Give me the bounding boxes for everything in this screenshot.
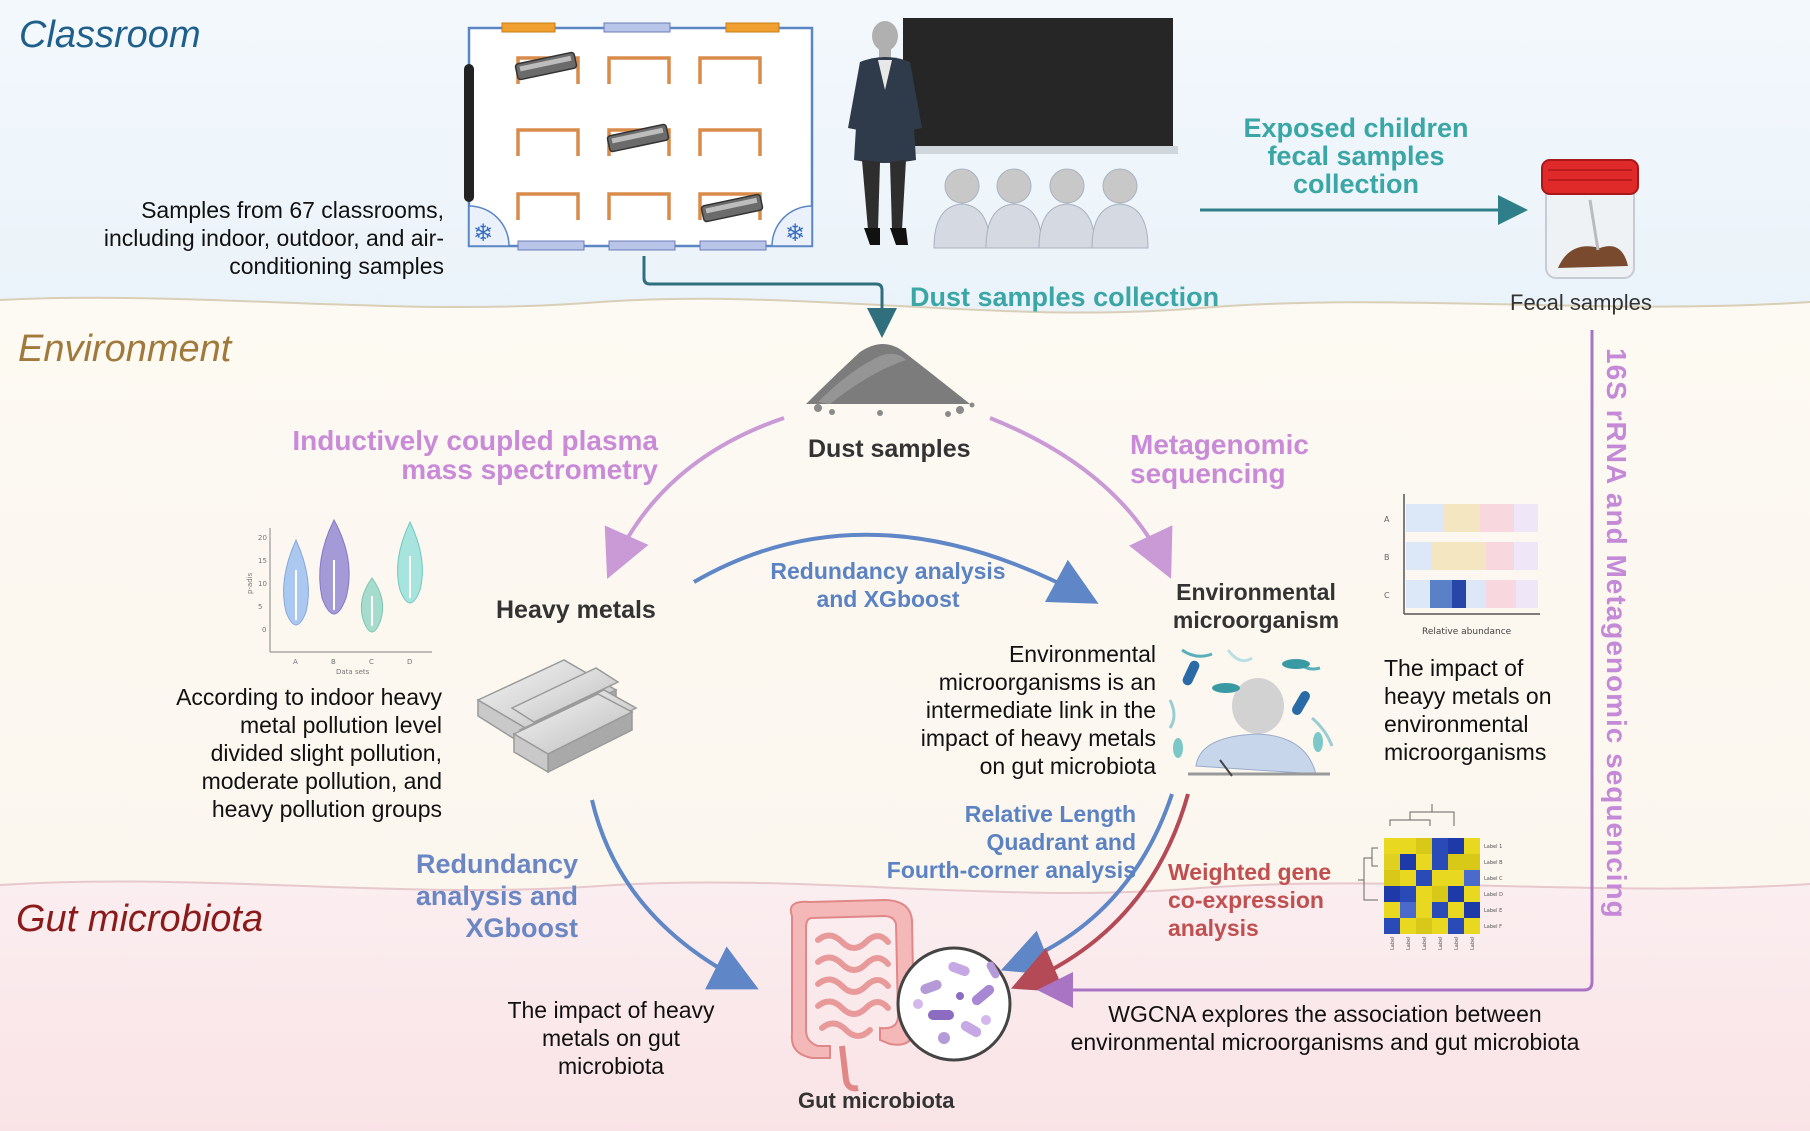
icp-label: Inductively coupled plasma mass spectrom… [292, 425, 658, 485]
heatmap-col-label: Label [1390, 937, 1396, 951]
heavy-metals-gut-arrow [590, 799, 759, 990]
heatmap-row-label: Label D [1484, 892, 1503, 898]
exposed-children-label: Exposed children fecal samples collectio… [1243, 113, 1469, 199]
wgcna-method-label: Weighted gene co-expression analysis [1168, 859, 1332, 941]
bar-xlabel: Relative abundance [1422, 627, 1512, 637]
violin-xtick: D [407, 658, 412, 666]
students-icon [933, 168, 1149, 249]
heatmap-row-label: Label B [1484, 860, 1503, 866]
bar-row-label: B [1384, 553, 1390, 562]
icp-arrow [604, 416, 785, 579]
impact-env-caption: The impact of heayy metals on environmen… [1384, 655, 1552, 765]
rda-top-label: Redundancy analysis and XGboost [770, 558, 1006, 612]
pollution-caption: According to indoor heavy metal pollutio… [176, 684, 442, 822]
gut-microbiota-label: Gut microbiota [798, 1088, 955, 1113]
heatmap-row-label: Label 1 [1484, 844, 1502, 850]
env-micro-label: Environmental microorganism [1172, 579, 1340, 633]
metagenomic-label: Metagenomic sequencing [1130, 429, 1309, 489]
heatmap-row-label: Label F [1484, 924, 1502, 930]
heavy-metals-label: Heavy metals [496, 596, 656, 624]
sequencing-16s-arrow [1037, 330, 1594, 1008]
intermediate-caption: Environmental microorganisms is an inter… [920, 641, 1156, 779]
heatmap-row-label: Label C [1484, 876, 1503, 882]
violin-ytick: 10 [258, 580, 267, 588]
fecal-jar-icon [1541, 159, 1639, 279]
rlq-label: Relative Length Quadrant and Fourth-corn… [886, 801, 1136, 883]
heatmap-col-label: Label [1454, 937, 1460, 951]
violin-ytick: 5 [258, 603, 262, 611]
violin-ylabel: p-adis [246, 572, 254, 594]
violin-ytick: 0 [262, 626, 266, 634]
dust-collection-arrow [642, 256, 897, 338]
violin-xlabel: Data sets [336, 668, 370, 676]
wgcna-arrow [1010, 793, 1190, 993]
bar-row-label: A [1384, 515, 1390, 524]
violin-ytick: 20 [258, 534, 267, 542]
svg-text:❄: ❄ [473, 219, 493, 247]
svg-text:❄: ❄ [785, 219, 805, 247]
fecal-samples-label: Fecal samples [1510, 290, 1652, 315]
violin-xtick: C [369, 658, 374, 666]
violin-xtick: B [331, 658, 336, 666]
teacher-icon [848, 21, 922, 245]
section-title-environment: Environment [18, 328, 232, 370]
samples-caption: Samples from 67 classrooms, including in… [103, 197, 444, 279]
violin-xtick: A [293, 658, 298, 666]
heatmap-row-label: Label E [1484, 908, 1502, 914]
section-title-classroom: Classroom [19, 14, 201, 56]
heatmap-col-label: Label [1406, 937, 1412, 951]
rda-bottom-label: Redundancy analysis and XGboost [415, 849, 578, 943]
bar-row-label: C [1384, 591, 1390, 600]
heatmap-col-label: Label [1438, 937, 1444, 951]
dust-samples-label: Dust samples [808, 435, 971, 463]
impact-gut-caption: The impact of heavy metals on gut microb… [507, 997, 715, 1079]
sequencing-16s-label: 16S rRNA and Metagenomic sequencing [1601, 348, 1632, 919]
section-title-gut: Gut microbiota [16, 898, 264, 940]
wgcna-caption: WGCNA explores the association between e… [1070, 1001, 1580, 1055]
metagenomic-arrow [989, 416, 1173, 579]
violin-ytick: 15 [258, 557, 267, 565]
rda-top-arrow [692, 532, 1099, 604]
heatmap-col-label: Label [1470, 937, 1476, 951]
heatmap-col-label: Label [1422, 937, 1428, 951]
dust-collection-label: Dust samples collection [910, 282, 1220, 312]
